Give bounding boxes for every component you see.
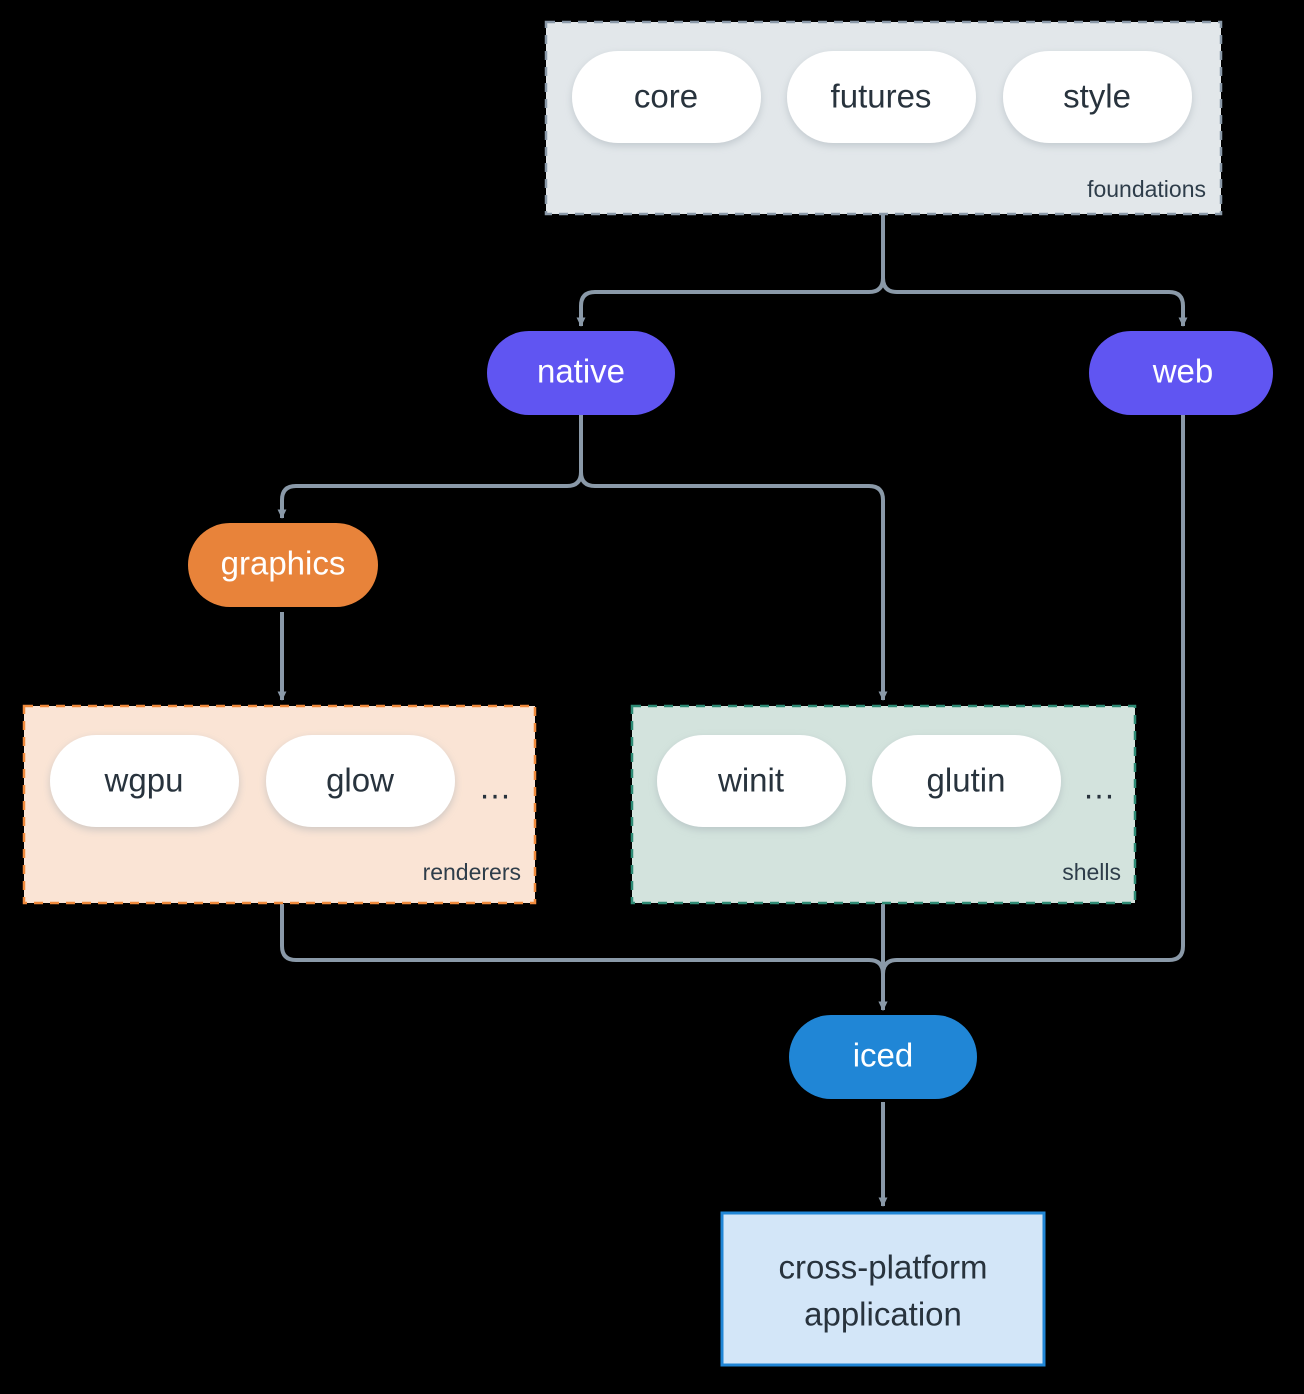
group-shells[interactable]: winit glutin … shells xyxy=(630,704,1137,905)
node-web[interactable]: web xyxy=(1089,331,1273,415)
pill-ellipsis-renderers: … xyxy=(479,769,514,806)
pill-glow[interactable]: glow xyxy=(266,735,455,827)
pill-ellipsis-shells: … xyxy=(1083,769,1118,806)
node-iced-label: iced xyxy=(853,1037,914,1074)
pill-wgpu-shape xyxy=(50,735,239,827)
pill-futures-label: futures xyxy=(831,78,932,115)
pill-futures[interactable]: futures xyxy=(787,51,976,143)
edge-layer xyxy=(277,214,1188,1207)
node-web-shape xyxy=(1089,331,1273,415)
node-graphics-label: graphics xyxy=(221,545,346,582)
pill-style-label: style xyxy=(1063,78,1131,115)
node-iced[interactable]: iced xyxy=(789,1015,977,1099)
node-application-label-line1: cross-platform xyxy=(778,1249,987,1286)
node-native-label: native xyxy=(537,353,625,390)
pill-wgpu[interactable]: wgpu xyxy=(50,735,239,827)
node-native-shape xyxy=(487,331,675,415)
edge-foundations-to-web xyxy=(881,214,1188,327)
pill-core-shape xyxy=(572,51,761,143)
node-application-label-line2: application xyxy=(804,1296,962,1333)
pill-wgpu-label: wgpu xyxy=(104,762,184,799)
edge-foundations-to-native xyxy=(576,214,885,327)
edge-native-to-graphics xyxy=(277,414,583,519)
pill-core[interactable]: core xyxy=(572,51,761,143)
node-application[interactable]: cross-platform application xyxy=(720,1211,1046,1367)
node-graphics-shape xyxy=(188,523,378,607)
pill-glutin-shape xyxy=(872,735,1061,827)
group-label-shells: shells xyxy=(1062,859,1121,885)
node-native[interactable]: native xyxy=(487,331,675,415)
node-graphics[interactable]: graphics xyxy=(188,523,378,607)
group-foundations[interactable]: core futures style foundations xyxy=(544,20,1223,216)
pill-glutin-label: glutin xyxy=(927,762,1006,799)
group-label-foundations: foundations xyxy=(1087,176,1206,202)
group-renderers[interactable]: wgpu glow … renderers xyxy=(22,704,537,905)
pill-glow-shape xyxy=(266,735,455,827)
edge-renderers-to-iced xyxy=(280,904,888,1011)
pill-winit-shape xyxy=(657,735,846,827)
node-iced-shape xyxy=(789,1015,977,1099)
pill-glutin[interactable]: glutin xyxy=(872,735,1061,827)
pill-futures-shape xyxy=(787,51,976,143)
pill-core-label: core xyxy=(634,78,698,115)
node-application-shape xyxy=(720,1211,1046,1367)
pill-style[interactable]: style xyxy=(1003,51,1192,143)
edge-native-to-shells xyxy=(579,414,888,701)
pill-winit[interactable]: winit xyxy=(657,735,846,827)
pill-glow-label: glow xyxy=(326,762,394,799)
pill-winit-label: winit xyxy=(717,762,784,799)
pill-style-shape xyxy=(1003,51,1192,143)
node-web-label: web xyxy=(1152,353,1214,390)
group-label-renderers: renderers xyxy=(423,859,521,885)
edge-web-to-iced xyxy=(878,414,1185,1011)
